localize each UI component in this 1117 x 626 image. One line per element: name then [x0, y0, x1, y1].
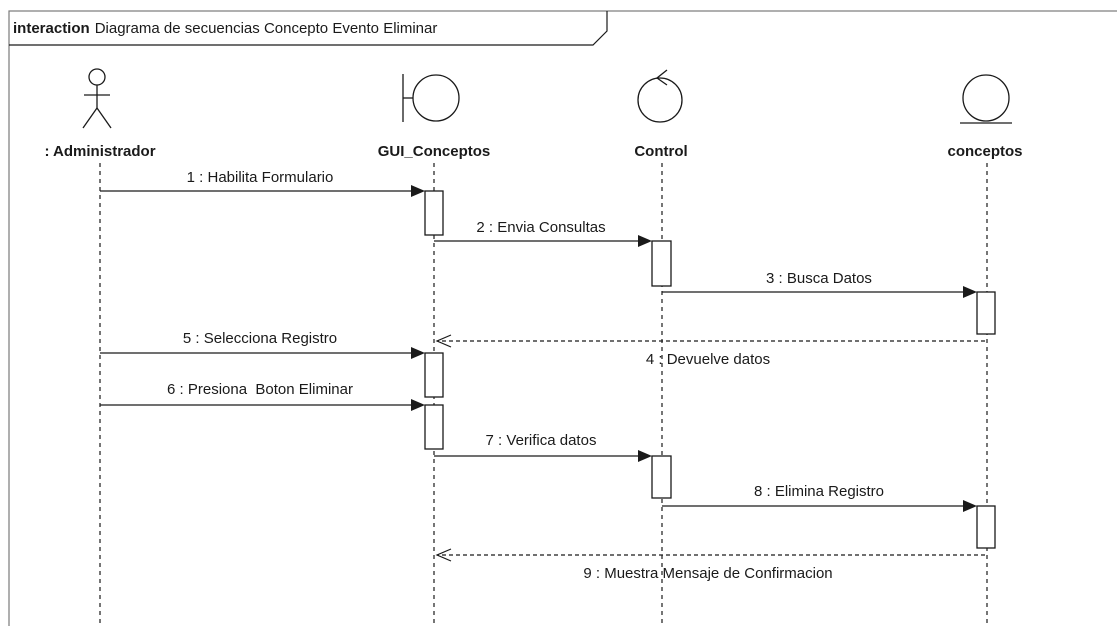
message-4: 4 : Devuelve datos	[435, 334, 985, 368]
lifeline-control: Control	[634, 69, 688, 626]
activation-conceptos-1	[976, 291, 996, 335]
frame-tab	[9, 11, 608, 46]
lifeline-label-gui: GUI_Conceptos	[378, 143, 491, 160]
arrowhead-filled	[963, 286, 977, 298]
message-label: 2 : Envia Consultas	[476, 219, 605, 236]
arrowhead-filled	[638, 450, 652, 462]
lifeline-label-admin: : Administrador	[44, 143, 155, 160]
message-2: 2 : Envia Consultas	[434, 219, 652, 247]
arrowhead-filled	[638, 235, 652, 247]
lifeline-label-control: Control	[634, 143, 687, 160]
activation-gui-3	[424, 404, 444, 450]
interaction-frame: interaction Diagrama de secuencias Concep…	[8, 10, 1117, 626]
message-8: 8 : Elimina Registro	[662, 483, 977, 512]
message-6: 6 : Presiona Boton Eliminar	[100, 381, 425, 411]
actor-icon	[82, 68, 112, 129]
message-3: 3 : Busca Datos	[662, 270, 977, 298]
frame-name: Diagrama de secuencias Concepto Evento E…	[95, 20, 438, 37]
frame-border	[8, 10, 1117, 626]
activation-conceptos-2	[976, 505, 996, 549]
frame-title: interaction Diagrama de secuencias Concep…	[13, 20, 437, 37]
activation-control-2	[651, 455, 672, 499]
message-1: 1 : Habilita Formulario	[100, 169, 425, 197]
message-7: 7 : Verifica datos	[434, 432, 652, 462]
lifeline-gui: GUI_Conceptos	[378, 74, 491, 626]
lifeline-conceptos: conceptos	[947, 74, 1023, 626]
message-label: 4 : Devuelve datos	[646, 351, 770, 368]
message-9: 9 : Muestra Mensaje de Confirmacion	[435, 548, 985, 582]
message-label: 6 : Presiona Boton Eliminar	[167, 381, 353, 398]
activation-gui-1	[424, 190, 444, 236]
arrowhead-filled	[411, 347, 425, 359]
arrowhead-open	[435, 334, 452, 348]
arrowhead-filled	[963, 500, 977, 512]
message-label: 3 : Busca Datos	[766, 270, 872, 287]
arrowhead-filled	[411, 185, 425, 197]
lifeline-admin: : Administrador	[44, 68, 156, 626]
arrowhead-open	[435, 548, 452, 562]
message-5: 5 : Selecciona Registro	[100, 330, 425, 359]
message-label: 7 : Verifica datos	[486, 432, 597, 449]
lifeline-label-conceptos: conceptos	[947, 143, 1022, 160]
activations	[424, 190, 996, 549]
message-label: 8 : Elimina Registro	[754, 483, 884, 500]
boundary-icon	[402, 74, 460, 122]
message-label: 1 : Habilita Formulario	[187, 169, 334, 186]
message-label: 9 : Muestra Mensaje de Confirmacion	[583, 565, 832, 582]
frame-keyword: interaction	[13, 20, 90, 37]
control-icon	[637, 69, 683, 123]
arrowhead-filled	[411, 399, 425, 411]
message-label: 5 : Selecciona Registro	[183, 330, 337, 347]
entity-icon	[960, 74, 1012, 124]
activation-control-1	[651, 240, 672, 287]
activation-gui-2	[424, 352, 444, 398]
